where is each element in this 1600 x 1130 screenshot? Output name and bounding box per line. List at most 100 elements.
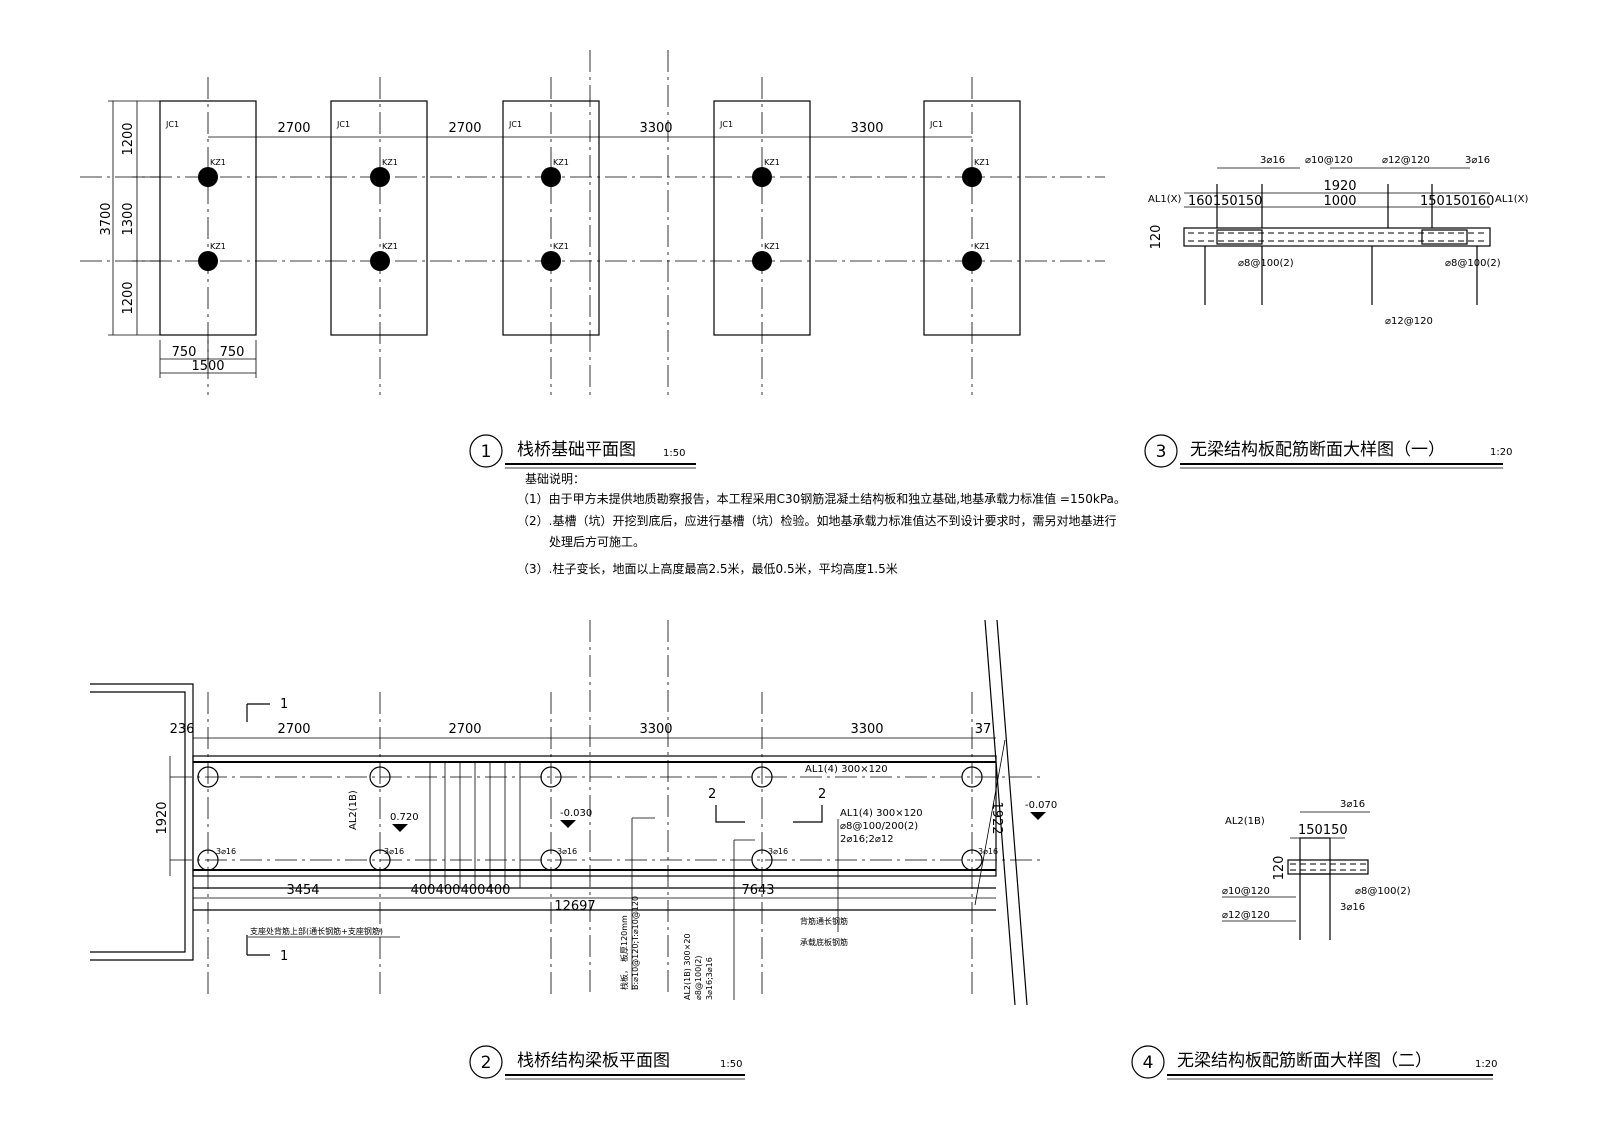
notes-line-1: （1）由于甲方未提供地质勘察报告，本工程采用C30钢筋混凝土结构板和独立基础,地… [517, 491, 1126, 506]
column-label: KZ1 [974, 158, 990, 167]
column-label: KZ1 [553, 158, 569, 167]
column-kz1 [198, 167, 218, 187]
column-kz1 [370, 167, 390, 187]
footing-label: JC1 [929, 120, 943, 129]
thickness-dim: 120 [1272, 856, 1287, 881]
column-kz1 [369, 849, 391, 871]
view-title-3: 3 无梁结构板配筋断面大样图（一） 1:20 [1144, 434, 1512, 469]
view-scale: 1:50 [663, 448, 685, 459]
column-label: KZ1 [553, 242, 569, 251]
view-title: 无梁结构板配筋断面大样图（二） [1177, 1051, 1432, 1071]
view-title: 栈桥结构梁板平面图 [517, 1051, 670, 1071]
width-dim: 750 [172, 345, 197, 360]
section-mark: 1 [280, 949, 288, 964]
section-mark: 1 [280, 697, 288, 712]
dim-total: 1920 [1323, 179, 1356, 194]
width-dim: 1920 [155, 801, 170, 834]
notes-line-3: （3）.柱子变长，地面以上高度最高2.5米，最低0.5米，平均高度1.5米 [517, 561, 898, 576]
column-kz1 [752, 251, 772, 271]
column-label: KZ1 [210, 242, 226, 251]
beam-note: ⌀8@100/200(2) [840, 821, 918, 832]
vertical-dim: 1200 [121, 122, 136, 155]
width-total-dim: 1500 [191, 359, 224, 374]
foundation-plan: JC1 JC1 JC1 JC1 JC1 KZ1 KZ1 KZ1 KZ1 KZ1 … [80, 50, 1105, 395]
stirrup-label: ⌀8@100(2) [1445, 258, 1501, 269]
detail-4: 3⌀16 AL2(1B) 150150 120 ⌀10@120 ⌀12@120 … [1222, 799, 1411, 940]
bottom-dim: 7643 [741, 883, 774, 898]
beam-label: AL1(4) 300×120 [805, 764, 888, 775]
footing-jc1 [330, 100, 428, 336]
beam-note: 2⌀16;2⌀12 [840, 834, 894, 845]
footing-jc1 [923, 100, 1021, 336]
bottom-dim: 400 [461, 883, 486, 898]
section-mark: 2 [708, 787, 716, 802]
column-kz1 [962, 251, 982, 271]
beam-section [1216, 229, 1263, 245]
beam-note: AL1(4) 300×120 [840, 808, 923, 819]
view-title: 栈桥基础平面图 [517, 440, 636, 460]
view-title-1: 1 栈桥基础平面图 1:50 [469, 434, 696, 469]
column-label: KZ1 [210, 158, 226, 167]
column-kz1 [197, 766, 219, 788]
beam-section [1299, 837, 1331, 875]
column-kz1 [961, 766, 983, 788]
column-kz1 [198, 251, 218, 271]
span-dim: 2700 [448, 722, 481, 737]
dims: 150150 [1298, 823, 1348, 838]
column-kz1 [751, 766, 773, 788]
vertical-dim: 1300 [121, 202, 136, 235]
view-scale: 1:20 [1475, 1059, 1497, 1070]
view-title-4: 4 无梁结构板配筋断面大样图（二） 1:20 [1131, 1045, 1497, 1080]
span-dim: 2700 [277, 121, 310, 136]
view-number: 2 [481, 1053, 492, 1073]
column-label: KZ1 [382, 242, 398, 251]
bar-label: 3⌀16 [978, 847, 998, 856]
column-kz1 [540, 766, 562, 788]
view-title: 无梁结构板配筋断面大样图（一） [1190, 440, 1445, 460]
bar-label: ⌀10@120 [1305, 155, 1353, 166]
span-dim: 2700 [277, 722, 310, 737]
detail-3: 3⌀16 ⌀10@120 ⌀12@120 3⌀16 1920 1000 1601… [1148, 155, 1529, 327]
foundation-notes: 基础说明： （1）由于甲方未提供地质勘察报告，本工程采用C30钢筋混凝土结构板和… [517, 471, 1126, 576]
width-dim: 750 [220, 345, 245, 360]
column-kz1 [369, 766, 391, 788]
column-kz1 [962, 167, 982, 187]
beam2-note: ⌀8@100(2) [694, 955, 703, 1000]
slab-note: 栈板， [619, 966, 629, 990]
slab-note: 板厚120mm [619, 915, 629, 962]
view-number: 3 [1156, 442, 1167, 462]
note: 承载底板钢筋 [800, 937, 848, 947]
span-dim: 3300 [639, 121, 672, 136]
vertical-dim: 1200 [121, 281, 136, 314]
vertical-total-dim: 3700 [99, 202, 114, 235]
bar-label: ⌀12@120 [1382, 155, 1430, 166]
width-dim: 1922 [989, 801, 1004, 834]
bottom-dim: 400 [486, 883, 511, 898]
notes-line-2a: （2）.基槽（坑）开挖到底后，应进行基槽（坑）检验。如地基承载力标准值达不到设计… [517, 513, 1116, 528]
bar-label: ⌀12@120 [1222, 910, 1270, 921]
slab-note: B:⌀10@120;T:⌀10@120 [631, 896, 640, 990]
footing-jc1 [159, 100, 257, 336]
offset-dim: 236 [170, 722, 195, 737]
bar-label: 3⌀16 [1340, 799, 1365, 810]
dim-left: 160150150 [1188, 194, 1262, 209]
thickness-dim: 120 [1149, 225, 1164, 250]
footing-label: JC1 [165, 120, 179, 129]
beam-label: AL2(1B) [1225, 816, 1265, 827]
notes-heading: 基础说明： [525, 471, 585, 486]
elevation: -0.030 [560, 808, 592, 819]
bar-label: 3⌀16 [384, 847, 404, 856]
bottom-bar-label: ⌀12@120 [1385, 316, 1433, 327]
view-scale: 1:50 [720, 1059, 742, 1070]
stirrup-label: ⌀8@100(2) [1238, 258, 1294, 269]
bar-label: 3⌀16 [1465, 155, 1490, 166]
note: 背筋通长钢筋 [800, 916, 848, 926]
view-scale: 1:20 [1490, 447, 1512, 458]
total-dim: 12697 [554, 899, 595, 914]
view-title-2: 2 栈桥结构梁板平面图 1:50 [469, 1045, 745, 1080]
note: 支座处背筋上部(通长钢筋+支座钢筋) [250, 926, 383, 936]
beam-slab-plan: 1 1 236 2700 2700 3300 3300 37 1920 1922… [90, 619, 1057, 1006]
beam-section [1421, 229, 1468, 245]
view-number: 1 [481, 442, 492, 462]
column-label: KZ1 [382, 158, 398, 167]
